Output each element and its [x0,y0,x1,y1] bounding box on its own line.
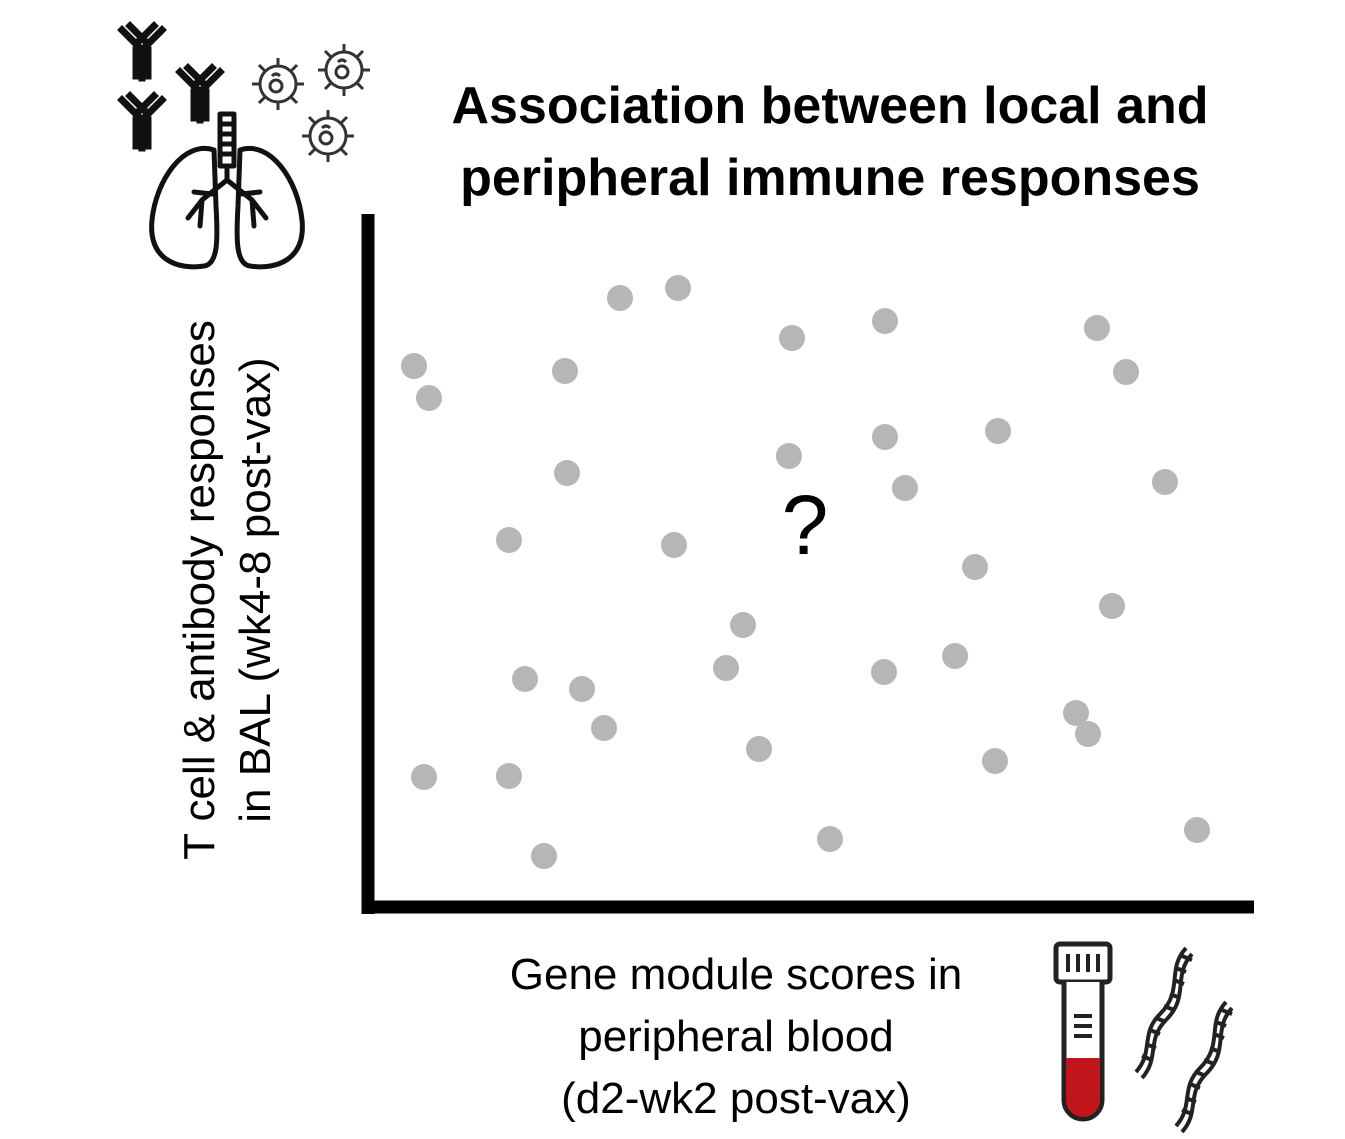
scatter-point-30 [982,748,1008,774]
scatter-point-14 [892,475,918,501]
scatter-point-31 [411,764,437,790]
scatter-point-24 [512,666,538,692]
dna-icon [1134,946,1234,1134]
x-axis-label: Gene module scores in peripheral blood (… [436,944,1036,1130]
y-axis-label-line-1: T cell & antibody responses [175,320,224,860]
question-mark: ? [781,478,829,572]
scatter-point-21 [942,643,968,669]
antibody-icon [117,21,225,152]
scatter-point-10 [1084,315,1110,341]
scatter-point-1 [401,353,427,379]
scatter-point-27 [746,736,772,762]
scatter-point-7 [665,275,691,301]
scatter-point-3 [552,358,578,384]
y-axis-label: T cell & antibody responses in BAL (wk4-… [172,210,292,970]
scatter-point-26 [591,715,617,741]
scatter-point-17 [661,532,687,558]
scatter-point-6 [607,285,633,311]
lungs-icon [149,111,305,270]
scatter-point-23 [1099,593,1125,619]
scatter-point-5 [496,527,522,553]
scatter-point-19 [713,655,739,681]
scatter-point-25 [569,676,595,702]
x-axis-label-line-1: Gene module scores in [509,950,963,999]
scatter-point-2 [416,385,442,411]
scatter-point-11 [1113,359,1139,385]
scatter-points [401,275,1210,869]
title-line-2: peripheral immune responses [460,149,1200,207]
x-axis-label-line-2: peripheral blood [578,1012,894,1061]
scatter-point-29 [1075,721,1101,747]
title-line-1: Association between local and [451,77,1209,135]
scatter-point-16 [1152,469,1178,495]
scatter-point-18 [730,612,756,638]
blood-tube-icon [1053,941,1113,1122]
scatter-point-32 [496,763,522,789]
scatter-point-4 [554,460,580,486]
scatter-point-9 [872,308,898,334]
virus-icon [252,44,370,162]
scatter-point-15 [985,418,1011,444]
scatter-point-12 [776,443,802,469]
diagram-title: Association between local and peripheral… [380,70,1280,214]
scatter-point-13 [872,424,898,450]
x-axis-label-line-3: (d2-wk2 post-vax) [561,1074,911,1123]
scatter-point-20 [871,659,897,685]
scatter-point-34 [817,826,843,852]
y-axis-label-line-2: in BAL (wk4-8 post-vax) [231,357,280,823]
scatter-point-28 [1063,700,1089,726]
scatter-point-22 [962,554,988,580]
scatter-point-33 [531,843,557,869]
scatter-point-8 [779,325,805,351]
scatter-point-35 [1184,817,1210,843]
